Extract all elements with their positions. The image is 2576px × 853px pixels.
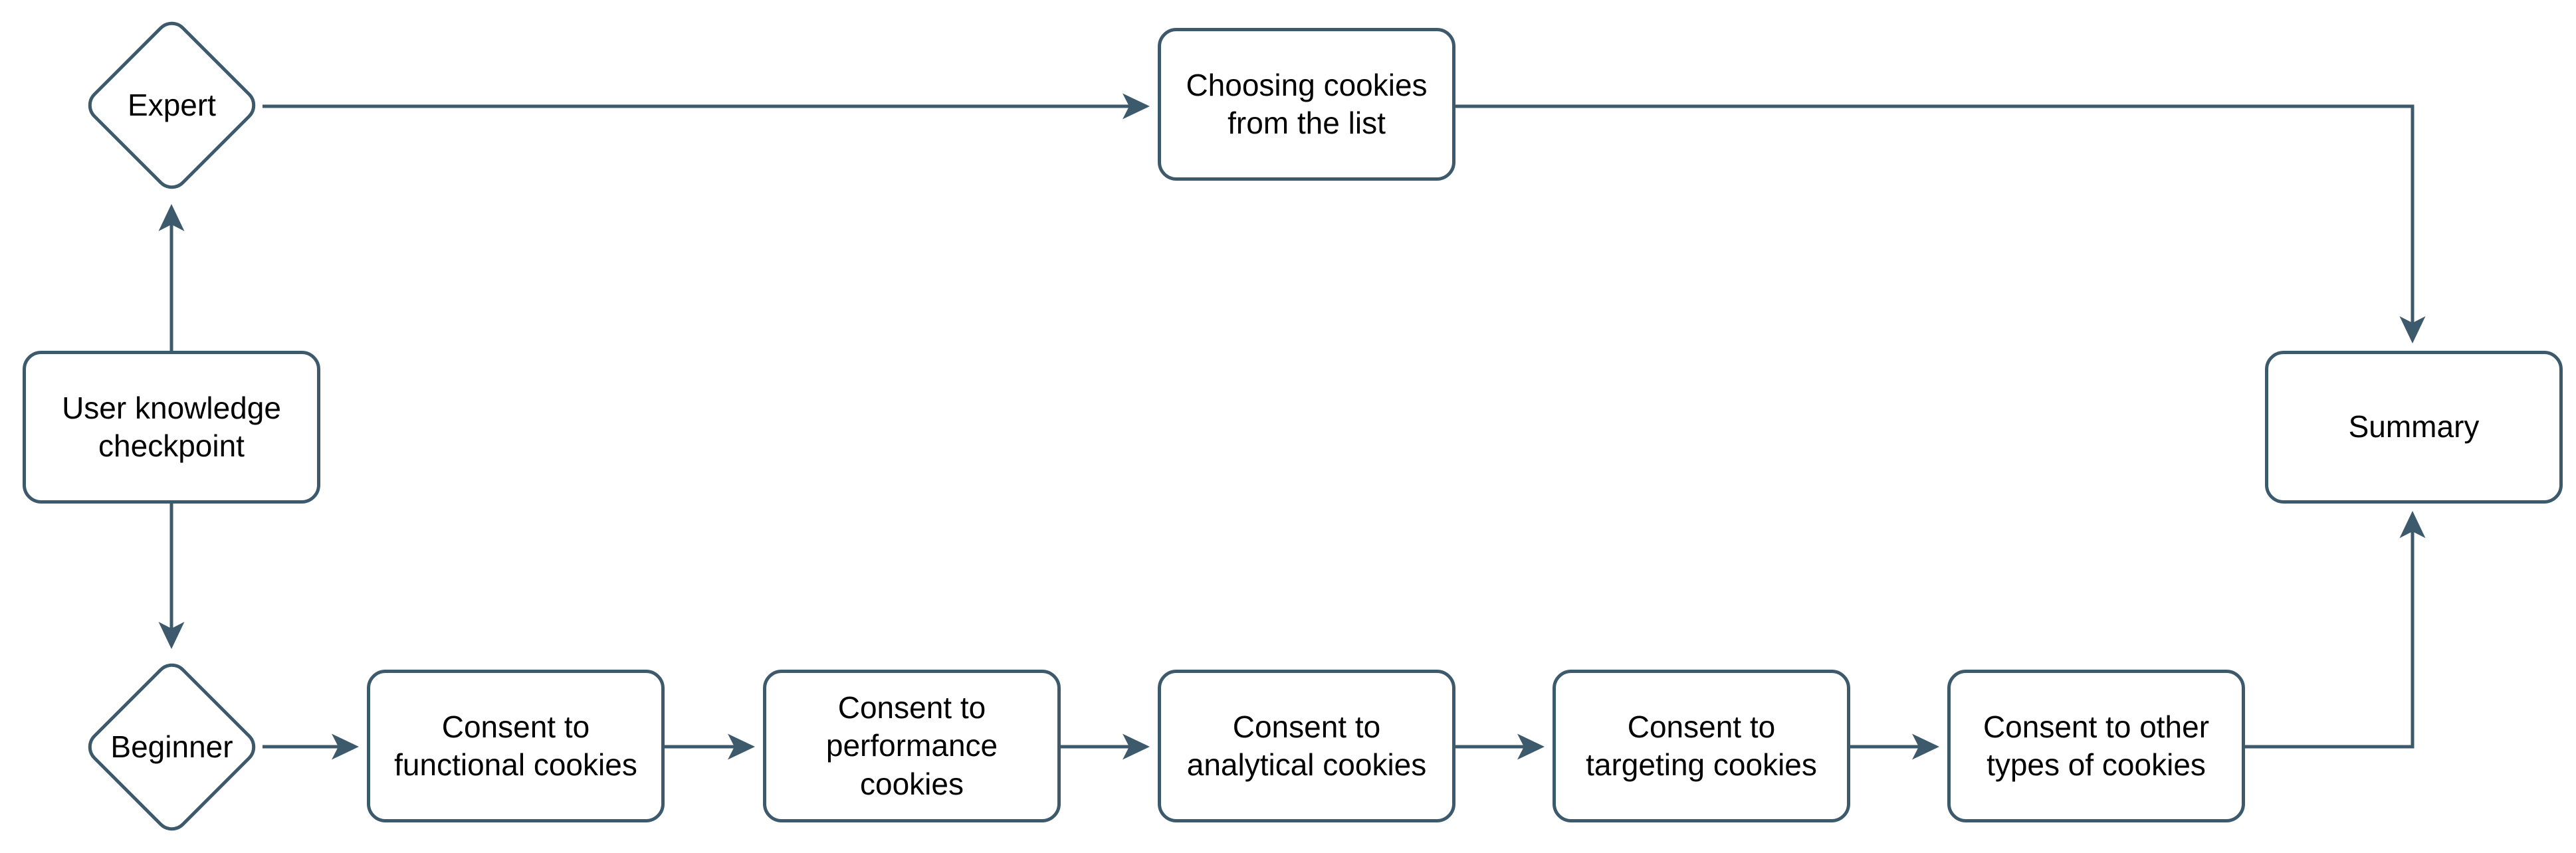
node-summary-label: Summary — [2348, 409, 2480, 444]
node-consent-targeting[interactable]: Consent to targeting cookies — [1553, 670, 1850, 822]
node-expert[interactable]: Expert — [81, 15, 263, 196]
node-user-knowledge-checkpoint-label: User knowledge checkpoint — [62, 390, 281, 463]
node-consent-functional[interactable]: Consent to functional cookies — [367, 670, 665, 822]
node-choosing-cookies[interactable]: Choosing cookies from the list — [1158, 28, 1455, 181]
node-consent-targeting-label: Consent to targeting cookies — [1586, 709, 1817, 782]
node-consent-other[interactable]: Consent to other types of cookies — [1947, 670, 2245, 822]
node-beginner[interactable]: Beginner — [81, 656, 263, 838]
node-consent-performance-label: Consent to performance cookies — [825, 690, 998, 801]
node-consent-analytical[interactable]: Consent to analytical cookies — [1158, 670, 1455, 822]
node-choosing-cookies-label: Choosing cookies from the list — [1186, 67, 1428, 140]
node-summary[interactable]: Summary — [2265, 351, 2563, 504]
node-user-knowledge-checkpoint[interactable]: User knowledge checkpoint — [23, 351, 320, 504]
node-consent-analytical-label: Consent to analytical cookies — [1186, 709, 1427, 782]
node-expert-label: Expert — [128, 87, 216, 122]
node-consent-functional-label: Consent to functional cookies — [394, 709, 637, 782]
node-consent-performance[interactable]: Consent to performance cookies — [763, 670, 1061, 822]
node-consent-other-label: Consent to other types of cookies — [1983, 709, 2210, 782]
edge-other-summary — [2245, 510, 2426, 749]
node-beginner-label: Beginner — [110, 729, 233, 764]
edge-choosing-summary — [1455, 104, 2426, 344]
